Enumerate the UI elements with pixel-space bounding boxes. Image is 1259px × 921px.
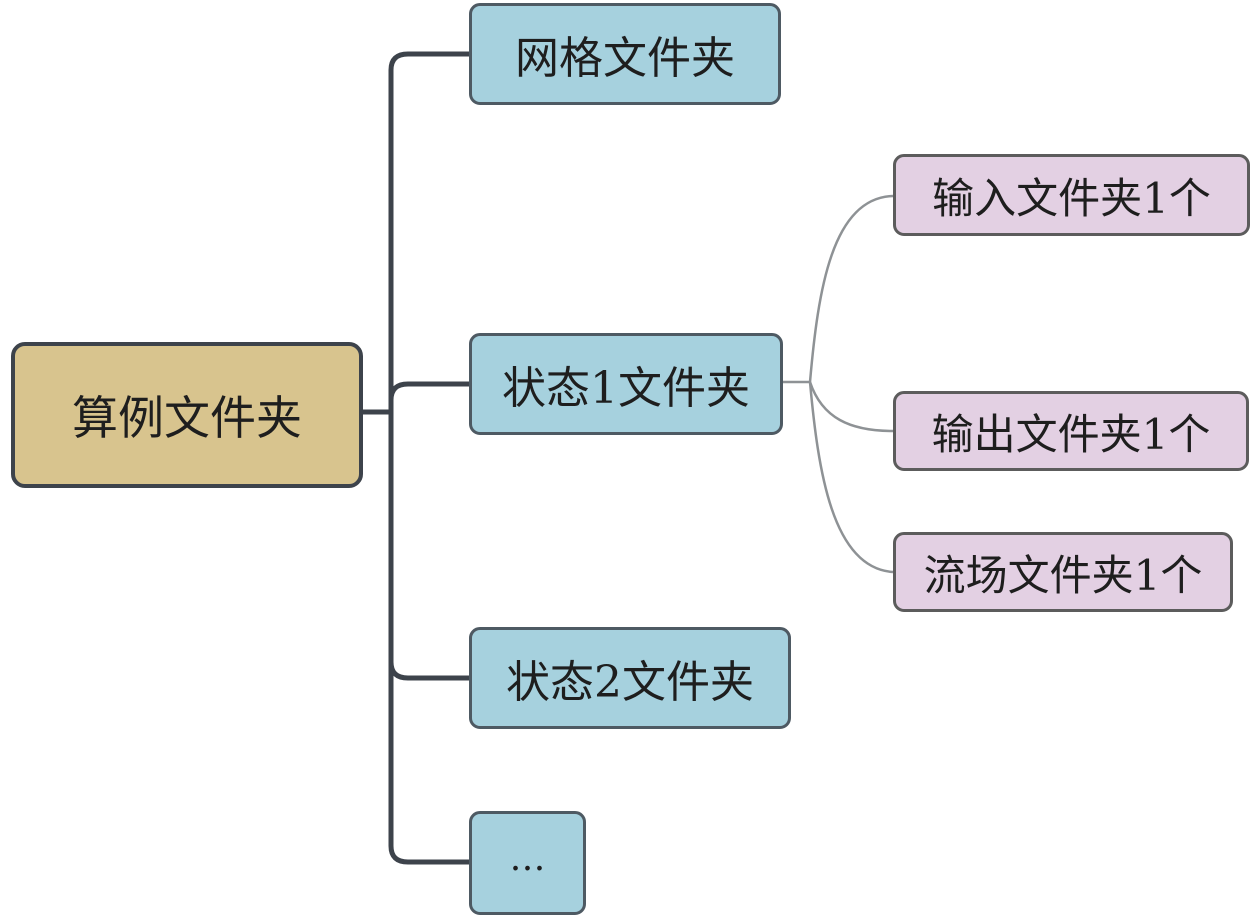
node-ellipsis-more: … <box>469 811 586 915</box>
node-label: 状态2文件夹 <box>506 657 754 708</box>
node-label: 输入文件夹1个 <box>932 173 1211 223</box>
node-label: 网格文件夹 <box>515 33 735 84</box>
root-node-case-folder: 算例文件夹 <box>11 342 363 488</box>
node-input-folder: 输入文件夹1个 <box>893 154 1250 236</box>
node-mesh-folder: 网格文件夹 <box>469 3 781 105</box>
node-state2-folder: 状态2文件夹 <box>469 627 791 729</box>
node-output-folder: 输出文件夹1个 <box>893 391 1249 471</box>
root-node-label: 算例文件夹 <box>72 391 302 445</box>
node-label: 流场文件夹1个 <box>923 550 1203 600</box>
node-label: … <box>509 837 546 879</box>
node-label: 状态1文件夹 <box>502 363 750 414</box>
trunk-connector <box>360 51 472 865</box>
branch-connector-input <box>783 194 894 384</box>
branch-connector-output <box>808 381 894 433</box>
node-flowfield-folder: 流场文件夹1个 <box>893 532 1233 612</box>
node-label: 输出文件夹1个 <box>931 409 1211 459</box>
branch-connector-flow <box>808 381 894 574</box>
node-state1-folder: 状态1文件夹 <box>469 333 783 435</box>
